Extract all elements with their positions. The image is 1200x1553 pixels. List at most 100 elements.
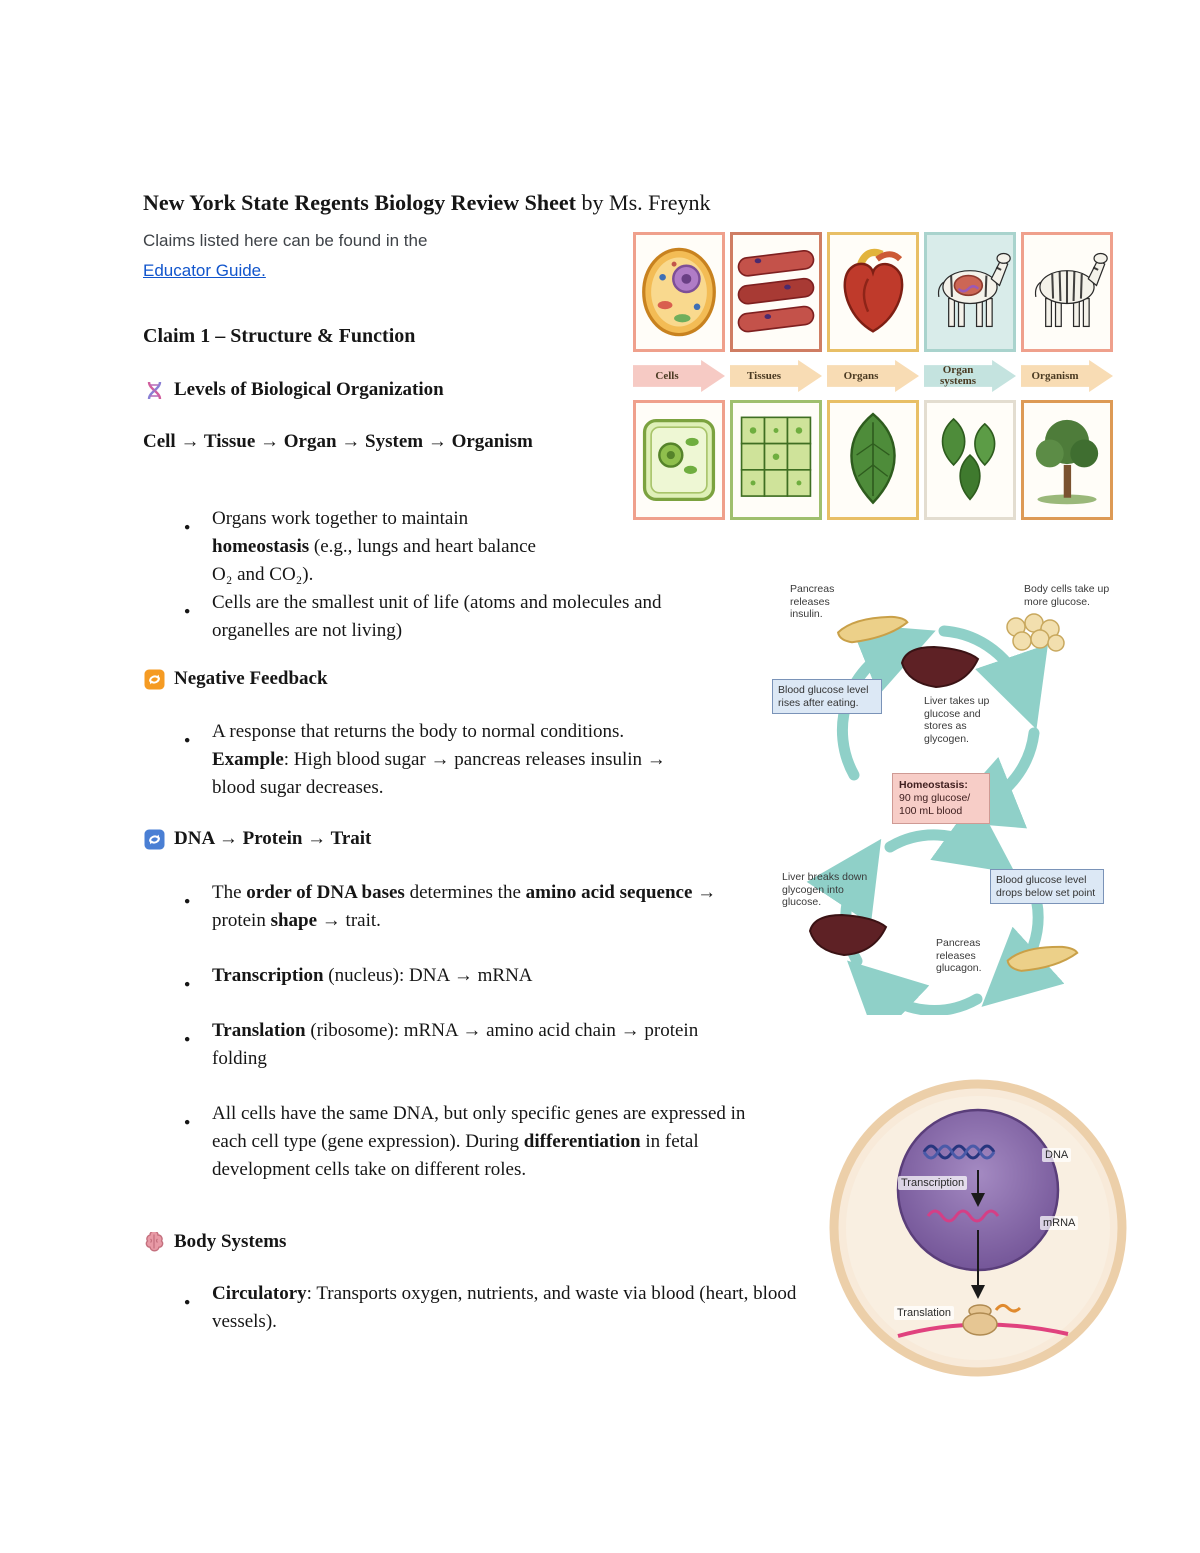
bullet-item: A response that returns the body to norm… (143, 718, 667, 802)
body-systems-bullet-list: Circulatory: Transports oxygen, nutrient… (143, 1280, 812, 1336)
figure-levels-of-organization: Cells Tissues Organs Organ systems Organ… (633, 232, 1113, 520)
educator-guide-link[interactable]: Educator Guide. (143, 261, 266, 280)
homeostasis-box: Homeostasis: 90 mg glucose/ 100 mL blood (892, 773, 990, 824)
text-run: in fetal development cells take on diffe… (212, 1131, 699, 1180)
text-run: (ribosome): mRNA → amino acid chain → pr… (212, 1020, 699, 1069)
organism-zebra-image (1021, 232, 1113, 352)
text-run: Organs work together to maintain (212, 508, 469, 529)
zebra-organ-system-icon (937, 252, 1011, 328)
leaf-organ-image (827, 400, 919, 520)
zebra-icon (1034, 252, 1108, 328)
label-dna: DNA (1042, 1148, 1072, 1162)
figure-gene-expression-cell: Transcription DNA mRNA Translation (828, 1078, 1130, 1380)
organization-chain: Cell → Tissue → Organ → System → Organis… (143, 431, 533, 452)
plant-cell-icon (642, 419, 716, 501)
text-run-bold: homeostasis (212, 536, 310, 557)
text-run-bold: order of DNA bases (246, 882, 405, 903)
arrow-organ-systems: Organ systems (924, 356, 1016, 396)
organ-system-zebra-image (924, 232, 1016, 352)
bullet-item: Cells are the smallest unit of life (ato… (143, 589, 712, 645)
label-mrna: mRNA (1040, 1216, 1079, 1230)
page-title: New York State Regents Biology Review Sh… (143, 190, 710, 216)
text-run: determines the (404, 882, 526, 903)
text-run-bold: Translation (212, 1020, 306, 1041)
figure-glucose-feedback-loop: Pancreas releases insulin. Body cells ta… (772, 583, 1120, 1015)
arrow-label: Organ systems (940, 364, 977, 387)
text-run: : High blood sugar → pancreas releases i… (212, 749, 666, 798)
text-run: Cells are the smallest unit of life (ato… (212, 592, 662, 641)
plant-tissue-icon (740, 416, 812, 497)
text-run: → trait. (317, 910, 381, 931)
arrow-label: Cells (655, 369, 679, 382)
muscle-tissue-icon (737, 249, 815, 333)
label-liver-takes-glucose: Liver takes up glucose and stores as gly… (924, 695, 990, 745)
muscle-tissue-image (730, 232, 822, 352)
claim1-heading: Claim 1 – Structure & Function (143, 325, 416, 347)
arrow-label: Tissues (747, 369, 782, 382)
text-run: The (212, 882, 247, 903)
pancreas-bottom-illustration (1006, 945, 1079, 972)
homeostasis-value-2: 100 mL blood (899, 805, 963, 817)
label-pancreas-insulin: Pancreas releases insulin. (790, 583, 835, 620)
text-run-bold: amino acid sequence (525, 882, 693, 903)
heart-icon (843, 248, 904, 333)
label-liver-breaks-glycogen: Liver breaks down glycogen into glucose. (782, 871, 868, 908)
text-run-bold: Example (212, 749, 284, 770)
label-glucose-drops: Blood glucose level drops below set poin… (990, 869, 1104, 904)
dna-protein-trait-heading: DNA → Protein → Trait (143, 828, 371, 850)
text-run-bold: Circulatory (212, 1283, 307, 1304)
text-run: (e.g., lungs and heart balance O₂ and CO… (212, 536, 536, 585)
negative-feedback-heading-text: Negative Feedback (174, 668, 328, 689)
repeat-orange-icon (143, 668, 165, 690)
label-glucose-rises: Blood glucose level rises after eating. (772, 679, 882, 714)
cell-diagram (829, 1079, 1127, 1377)
dna-emoji-icon (143, 379, 165, 401)
tree-organism-image (1021, 400, 1113, 520)
leaf-system-image (924, 400, 1016, 520)
dna-protein-trait-heading-text: DNA → Protein → Trait (174, 828, 372, 849)
label-translation: Translation (894, 1306, 955, 1320)
brain-icon (143, 1231, 165, 1253)
bullet-item: Circulatory: Transports oxygen, nutrient… (143, 1280, 812, 1336)
bullet-item: The order of DNA bases determines the am… (143, 879, 722, 935)
text-run-bold: Transcription (212, 965, 324, 986)
text-run-bold: shape (270, 910, 318, 931)
label-transcription: Transcription (898, 1176, 968, 1190)
intro-text: Claims listed here can be found in the (143, 231, 428, 250)
homeostasis-value-1: 90 mg glucose/ (899, 792, 971, 804)
bullet-item: All cells have the same DNA, but only sp… (143, 1100, 757, 1184)
text-run: : Transports oxygen, nutrients, and wast… (212, 1283, 797, 1332)
text-run: → protein (212, 882, 717, 931)
body-cells-illustration (1006, 613, 1065, 652)
label-pancreas-glucagon: Pancreas releases glucagon. (936, 937, 982, 974)
animal-cell-image (633, 232, 725, 352)
levels-section-heading: Levels of Biological Organization (143, 379, 444, 401)
repeat-blue-icon (143, 828, 165, 850)
text-run: A response that returns the body to norm… (212, 721, 625, 742)
arrow-tissues: Tissues (730, 356, 822, 396)
arrow-label: Organs (843, 369, 879, 382)
liver-top-illustration (900, 645, 980, 689)
bullet-item: Transcription (nucleus): DNA → mRNA (143, 962, 757, 999)
animal-cell-icon (642, 247, 716, 337)
text-run-bold: differentiation (523, 1131, 641, 1152)
leaves-cluster-icon (941, 417, 996, 501)
bullet-item: Translation (ribosome): mRNA → amino aci… (143, 1017, 732, 1073)
negative-feedback-heading: Negative Feedback (143, 668, 328, 690)
arrow-cells: Cells (633, 356, 725, 396)
body-systems-heading: Body Systems (143, 1231, 286, 1253)
dna-bullet-list: The order of DNA bases determines the am… (143, 879, 757, 1184)
liver-bottom-illustration (808, 913, 888, 957)
tree-icon (1035, 419, 1099, 505)
pancreas-top-illustration (836, 615, 909, 644)
title-main: New York State Regents Biology Review Sh… (143, 190, 577, 215)
heart-organ-image (827, 232, 919, 352)
text-run: (nucleus): DNA → mRNA (323, 965, 533, 986)
negative-feedback-bullet-list: A response that returns the body to norm… (143, 718, 667, 802)
arrow-label: Organism (1031, 369, 1079, 382)
plant-cell-image (633, 400, 725, 520)
title-byline: by Ms. Freynk (576, 190, 711, 215)
homeostasis-title: Homeostasis: (899, 779, 968, 791)
levels-bullet-list: Organs work together to maintain homeost… (143, 505, 712, 645)
